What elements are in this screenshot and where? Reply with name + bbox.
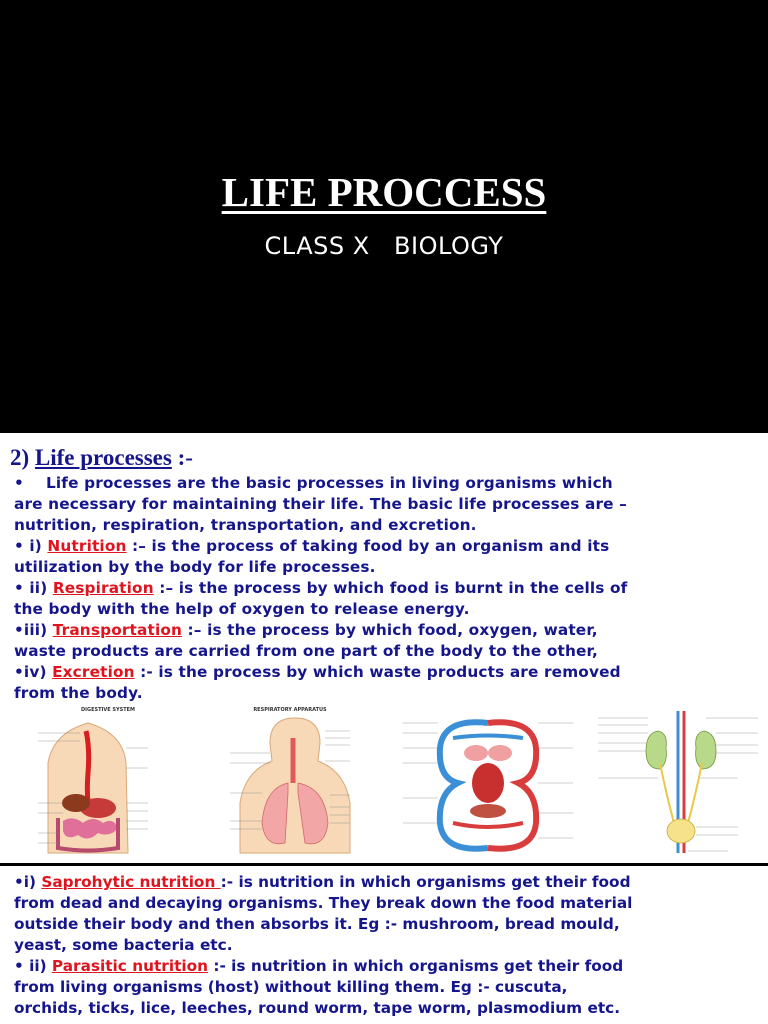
- intro-line: nutrition, respiration, transportation, …: [14, 516, 477, 534]
- nutrition-types-slide: •i) Saprohytic nutrition :- is nutrition…: [0, 866, 768, 1024]
- term-parasitic: Parasitic nutrition: [51, 957, 209, 975]
- list-item-respiration: • ii) Respiration :– is the process by w…: [14, 579, 628, 597]
- item-line: from living organisms (host) without kil…: [14, 978, 568, 996]
- item-line: from dead and decaying organisms. They b…: [14, 894, 633, 912]
- term-excretion: Excretion: [52, 663, 135, 681]
- diagram-title: DIGESTIVE SYSTEM: [81, 707, 135, 713]
- item-line: utilization by the body for life process…: [14, 558, 376, 576]
- item-line: orchids, ticks, lice, leeches, round wor…: [14, 999, 621, 1017]
- nutrition-types-body: •i) Saprohytic nutrition :- is nutrition…: [14, 872, 764, 1019]
- heading-suffix: :-: [171, 445, 193, 470]
- list-item-nutrition: • i) Nutrition :– is the process of taki…: [14, 537, 610, 555]
- item-line: waste products are carried from one part…: [14, 642, 598, 660]
- term-respiration: Respiration: [52, 579, 154, 597]
- heading-text: Life processes: [34, 445, 172, 470]
- list-item-transportation: •iii) Transportation :– is the process b…: [14, 621, 598, 639]
- term-transportation: Transportation: [52, 621, 183, 639]
- list-item-saprophytic: •i) Saprohytic nutrition :- is nutrition…: [14, 873, 631, 891]
- item-line: outside their body and then absorbs it. …: [14, 915, 620, 933]
- life-processes-body: •Life processes are the basic processes …: [14, 473, 764, 704]
- term-nutrition: Nutrition: [47, 537, 127, 555]
- section-heading: 2) Life processes :-: [10, 445, 193, 471]
- intro-line: are necessary for maintaining their life…: [14, 495, 627, 513]
- title-slide: LIFE PROCCESS CLASS X BIOLOGY: [0, 0, 768, 433]
- slide-title: LIFE PROCCESS: [221, 169, 547, 215]
- term-saprophytic: Saprohytic nutrition: [41, 873, 221, 891]
- life-processes-slide: 2) Life processes :- •Life processes are…: [0, 433, 768, 863]
- respiratory-system-illustration: RESPIRATORY APPARATUS: [200, 703, 378, 861]
- item-line: from the body.: [14, 684, 143, 702]
- item-line: yeast, some bacteria etc.: [14, 936, 233, 954]
- circulatory-system-illustration: [398, 703, 578, 861]
- slide-subtitle: CLASS X BIOLOGY: [264, 232, 504, 260]
- diagram-title: RESPIRATORY APPARATUS: [253, 707, 327, 713]
- diagram-row: DIGESTIVE SYSTEM RESPIRAT: [18, 703, 768, 861]
- heading-number: 2): [10, 445, 35, 470]
- bullet: •: [14, 474, 24, 492]
- list-item-excretion: •iv) Excretion :- is the process by whic…: [14, 663, 621, 681]
- item-line: the body with the help of oxygen to rele…: [14, 600, 470, 618]
- intro-paragraph: •Life processes are the basic processes …: [14, 474, 613, 492]
- digestive-system-illustration: DIGESTIVE SYSTEM: [18, 703, 198, 861]
- list-item-parasitic: • ii) Parasitic nutrition :- is nutritio…: [14, 957, 624, 975]
- excretory-system-illustration: [588, 703, 766, 861]
